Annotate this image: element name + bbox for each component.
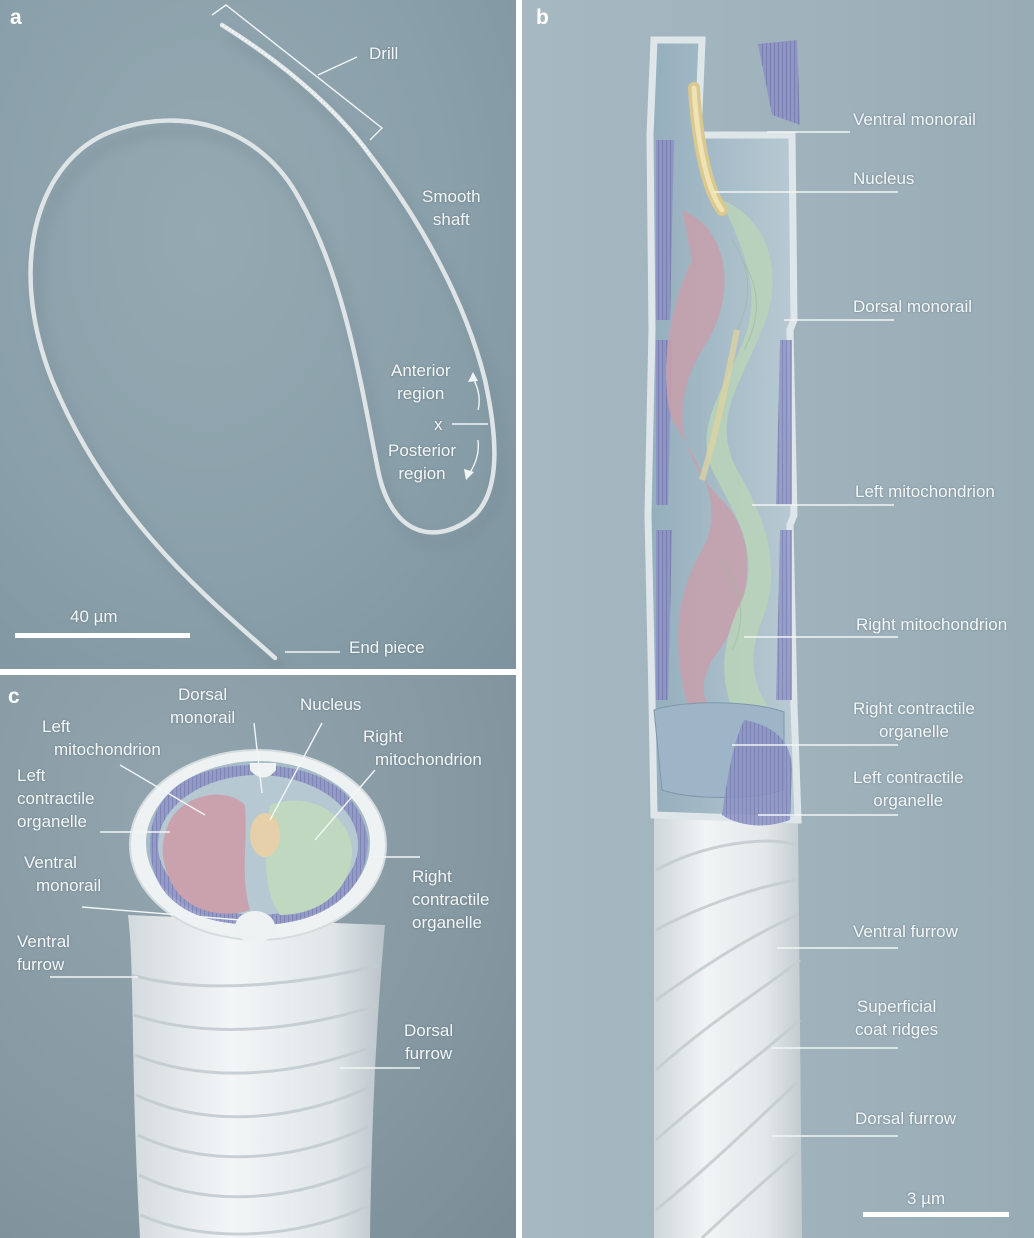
nucleus-shape-c — [250, 813, 280, 857]
label-nucleus-c: Nucleus — [300, 695, 362, 714]
label-right-mitochondrion-b: Right mitochondrion — [856, 615, 1008, 634]
left-mitochondrion-shape-c — [162, 794, 250, 914]
label-dorsal-furrow-b: Dorsal furrow — [855, 1109, 957, 1128]
label-nucleus-b: Nucleus — [853, 169, 915, 188]
sperm-cutaway-illustration — [644, 36, 898, 1238]
right-mitochondrion-shape-c — [265, 800, 352, 915]
panel-letter-c: c — [8, 685, 20, 708]
left-mitochondrion-shape — [665, 210, 748, 720]
label-drill: Drill — [369, 44, 399, 63]
scale-bar-a — [15, 633, 190, 638]
panel-b: b Ventral monorail Nucleus Dorsal monora… — [522, 0, 1034, 1238]
sperm-overview-illustration — [28, 4, 505, 669]
outer-coat — [654, 804, 802, 1238]
outer-coat-cylinder — [128, 915, 385, 1238]
panel-letter-b: b — [536, 6, 549, 29]
label-x-marker: x — [434, 415, 443, 434]
label-end-piece: End piece — [349, 638, 425, 657]
label-dorsal-monorail-b: Dorsal monorail — [853, 297, 973, 316]
label-left-mitochondrion-b: Left mitochondrion — [855, 482, 995, 501]
right-mitochondrion-shape — [706, 200, 777, 720]
scale-label-a: 40 µm — [70, 607, 118, 626]
sperm-cross-section-illustration — [50, 722, 420, 1238]
panel-letter-a: a — [10, 6, 22, 29]
scale-label-b: 3 µm — [907, 1189, 946, 1208]
drill-bracket — [211, 4, 384, 141]
scale-bar-b — [863, 1212, 1009, 1217]
sperm-shaft — [28, 22, 497, 661]
label-ventral-monorail-b: Ventral monorail — [853, 110, 976, 129]
label-ventral-furrow-b: Ventral furrow — [853, 922, 958, 941]
